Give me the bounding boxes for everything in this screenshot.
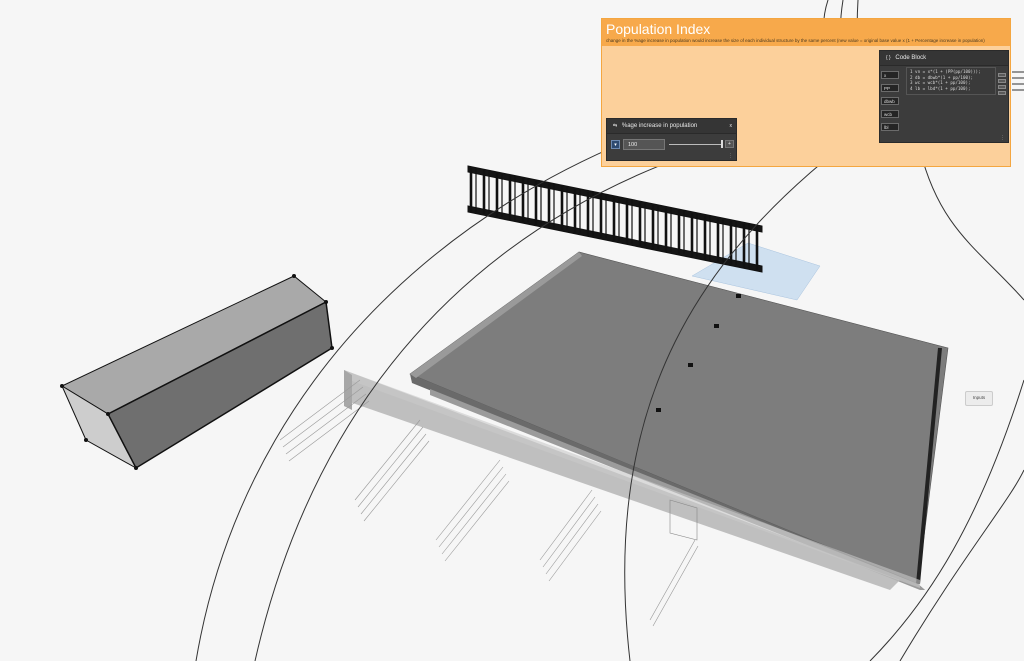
code-line: 2 db = dbwb*(1 + pp/100); bbox=[910, 74, 974, 80]
input-port-lbl[interactable]: lbl bbox=[881, 123, 899, 131]
node-header[interactable]: { } Code Block bbox=[880, 51, 1008, 66]
input-port-dbwb[interactable]: dbwb bbox=[881, 97, 899, 105]
node-header[interactable]: ⇆ %age increase in population x bbox=[607, 119, 736, 134]
code-line: 3 wc = wcb*(1 + pp/100); bbox=[910, 80, 971, 85]
group-header[interactable]: Population Index change in the %age incr… bbox=[602, 19, 1010, 46]
box-building bbox=[60, 274, 334, 470]
slider-add-button[interactable]: + bbox=[725, 140, 734, 148]
output-port[interactable] bbox=[998, 85, 1006, 89]
slider-node[interactable]: ⇆ %age increase in population x ▾ 100 + … bbox=[606, 118, 737, 161]
slider-node-icon: ⇆ bbox=[613, 123, 618, 129]
code-block-icon: { } bbox=[886, 55, 891, 61]
node-title: Code Block bbox=[895, 55, 927, 61]
output-port[interactable] bbox=[998, 79, 1006, 83]
input-port-wcb[interactable]: wcb bbox=[881, 110, 899, 118]
expand-toggle-button[interactable]: ▾ bbox=[611, 140, 620, 149]
building-slab bbox=[409, 251, 949, 590]
inputs-label[interactable]: Inputs bbox=[965, 391, 993, 406]
output-port[interactable] bbox=[998, 91, 1006, 95]
code-line: 1 vn = x*(1 + (PP(pp/100))); bbox=[910, 69, 981, 74]
input-port-pp[interactable]: PP bbox=[881, 84, 899, 92]
output-port[interactable] bbox=[998, 73, 1006, 77]
slider-track[interactable] bbox=[669, 144, 721, 145]
resize-handle-icon[interactable]: ⋮ bbox=[728, 153, 733, 159]
code-block-node[interactable]: { } Code Block x PP dbwb wcb lbl 1 vn = … bbox=[879, 50, 1009, 143]
code-line: 4 lb = lbd*(1 + pp/100); bbox=[910, 85, 971, 91]
group-title: Population Index bbox=[606, 21, 711, 37]
close-icon[interactable]: x bbox=[729, 123, 733, 129]
code-editor[interactable]: 1 vn = x*(1 + (PP(pp/100))); 2 db = dbwb… bbox=[906, 67, 996, 95]
resize-handle-icon[interactable]: ⋮ bbox=[1000, 135, 1005, 141]
input-port-x[interactable]: x bbox=[881, 71, 899, 79]
slider-value-input[interactable]: 100 bbox=[623, 139, 665, 150]
node-title: %age increase in population bbox=[621, 123, 698, 129]
floor-grid bbox=[691, 242, 821, 301]
slider-thumb[interactable] bbox=[721, 140, 723, 148]
group-description: change in the %age increase in populatio… bbox=[606, 38, 985, 43]
frame-structure bbox=[467, 165, 763, 273]
